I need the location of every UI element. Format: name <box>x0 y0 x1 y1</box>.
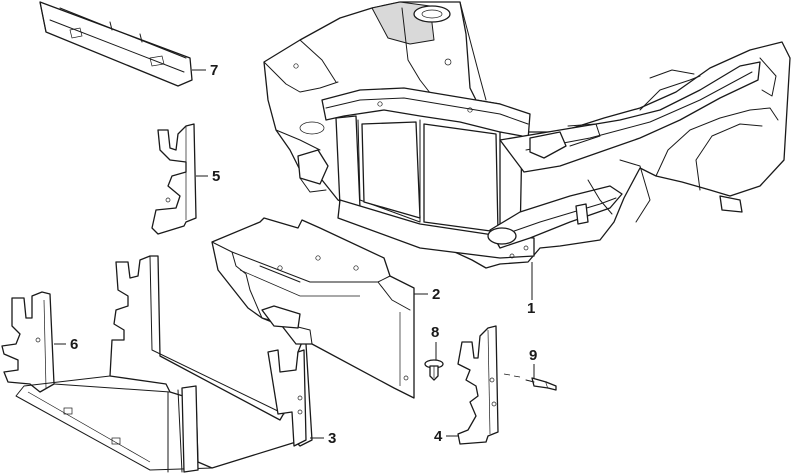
part-9-bolt[interactable] <box>503 373 557 391</box>
callout-4[interactable]: 4 <box>434 428 443 445</box>
callout-6[interactable]: 6 <box>70 336 78 353</box>
part-8-rivet[interactable] <box>424 359 444 381</box>
callout-3[interactable]: 3 <box>328 430 336 447</box>
part-5-left-bracket[interactable] <box>151 123 197 235</box>
part-3-carrier-tray[interactable] <box>15 255 313 473</box>
callout-8[interactable]: 8 <box>431 324 439 341</box>
part-2-air-duct[interactable] <box>211 217 415 399</box>
callout-labels: 7 5 6 2 1 8 9 3 4 <box>70 62 537 447</box>
callout-leaders <box>54 69 535 439</box>
callout-7[interactable]: 7 <box>210 62 218 79</box>
callout-2[interactable]: 2 <box>432 286 440 303</box>
part-7-reinforcement-bar[interactable] <box>39 1 193 87</box>
part-4-right-bracket[interactable] <box>457 325 499 445</box>
part-1-front-frame[interactable] <box>263 1 791 269</box>
callout-9[interactable]: 9 <box>529 347 537 364</box>
callout-5[interactable]: 5 <box>212 168 220 185</box>
part-6-side-bracket[interactable] <box>1 291 55 393</box>
callout-1[interactable]: 1 <box>527 300 535 317</box>
